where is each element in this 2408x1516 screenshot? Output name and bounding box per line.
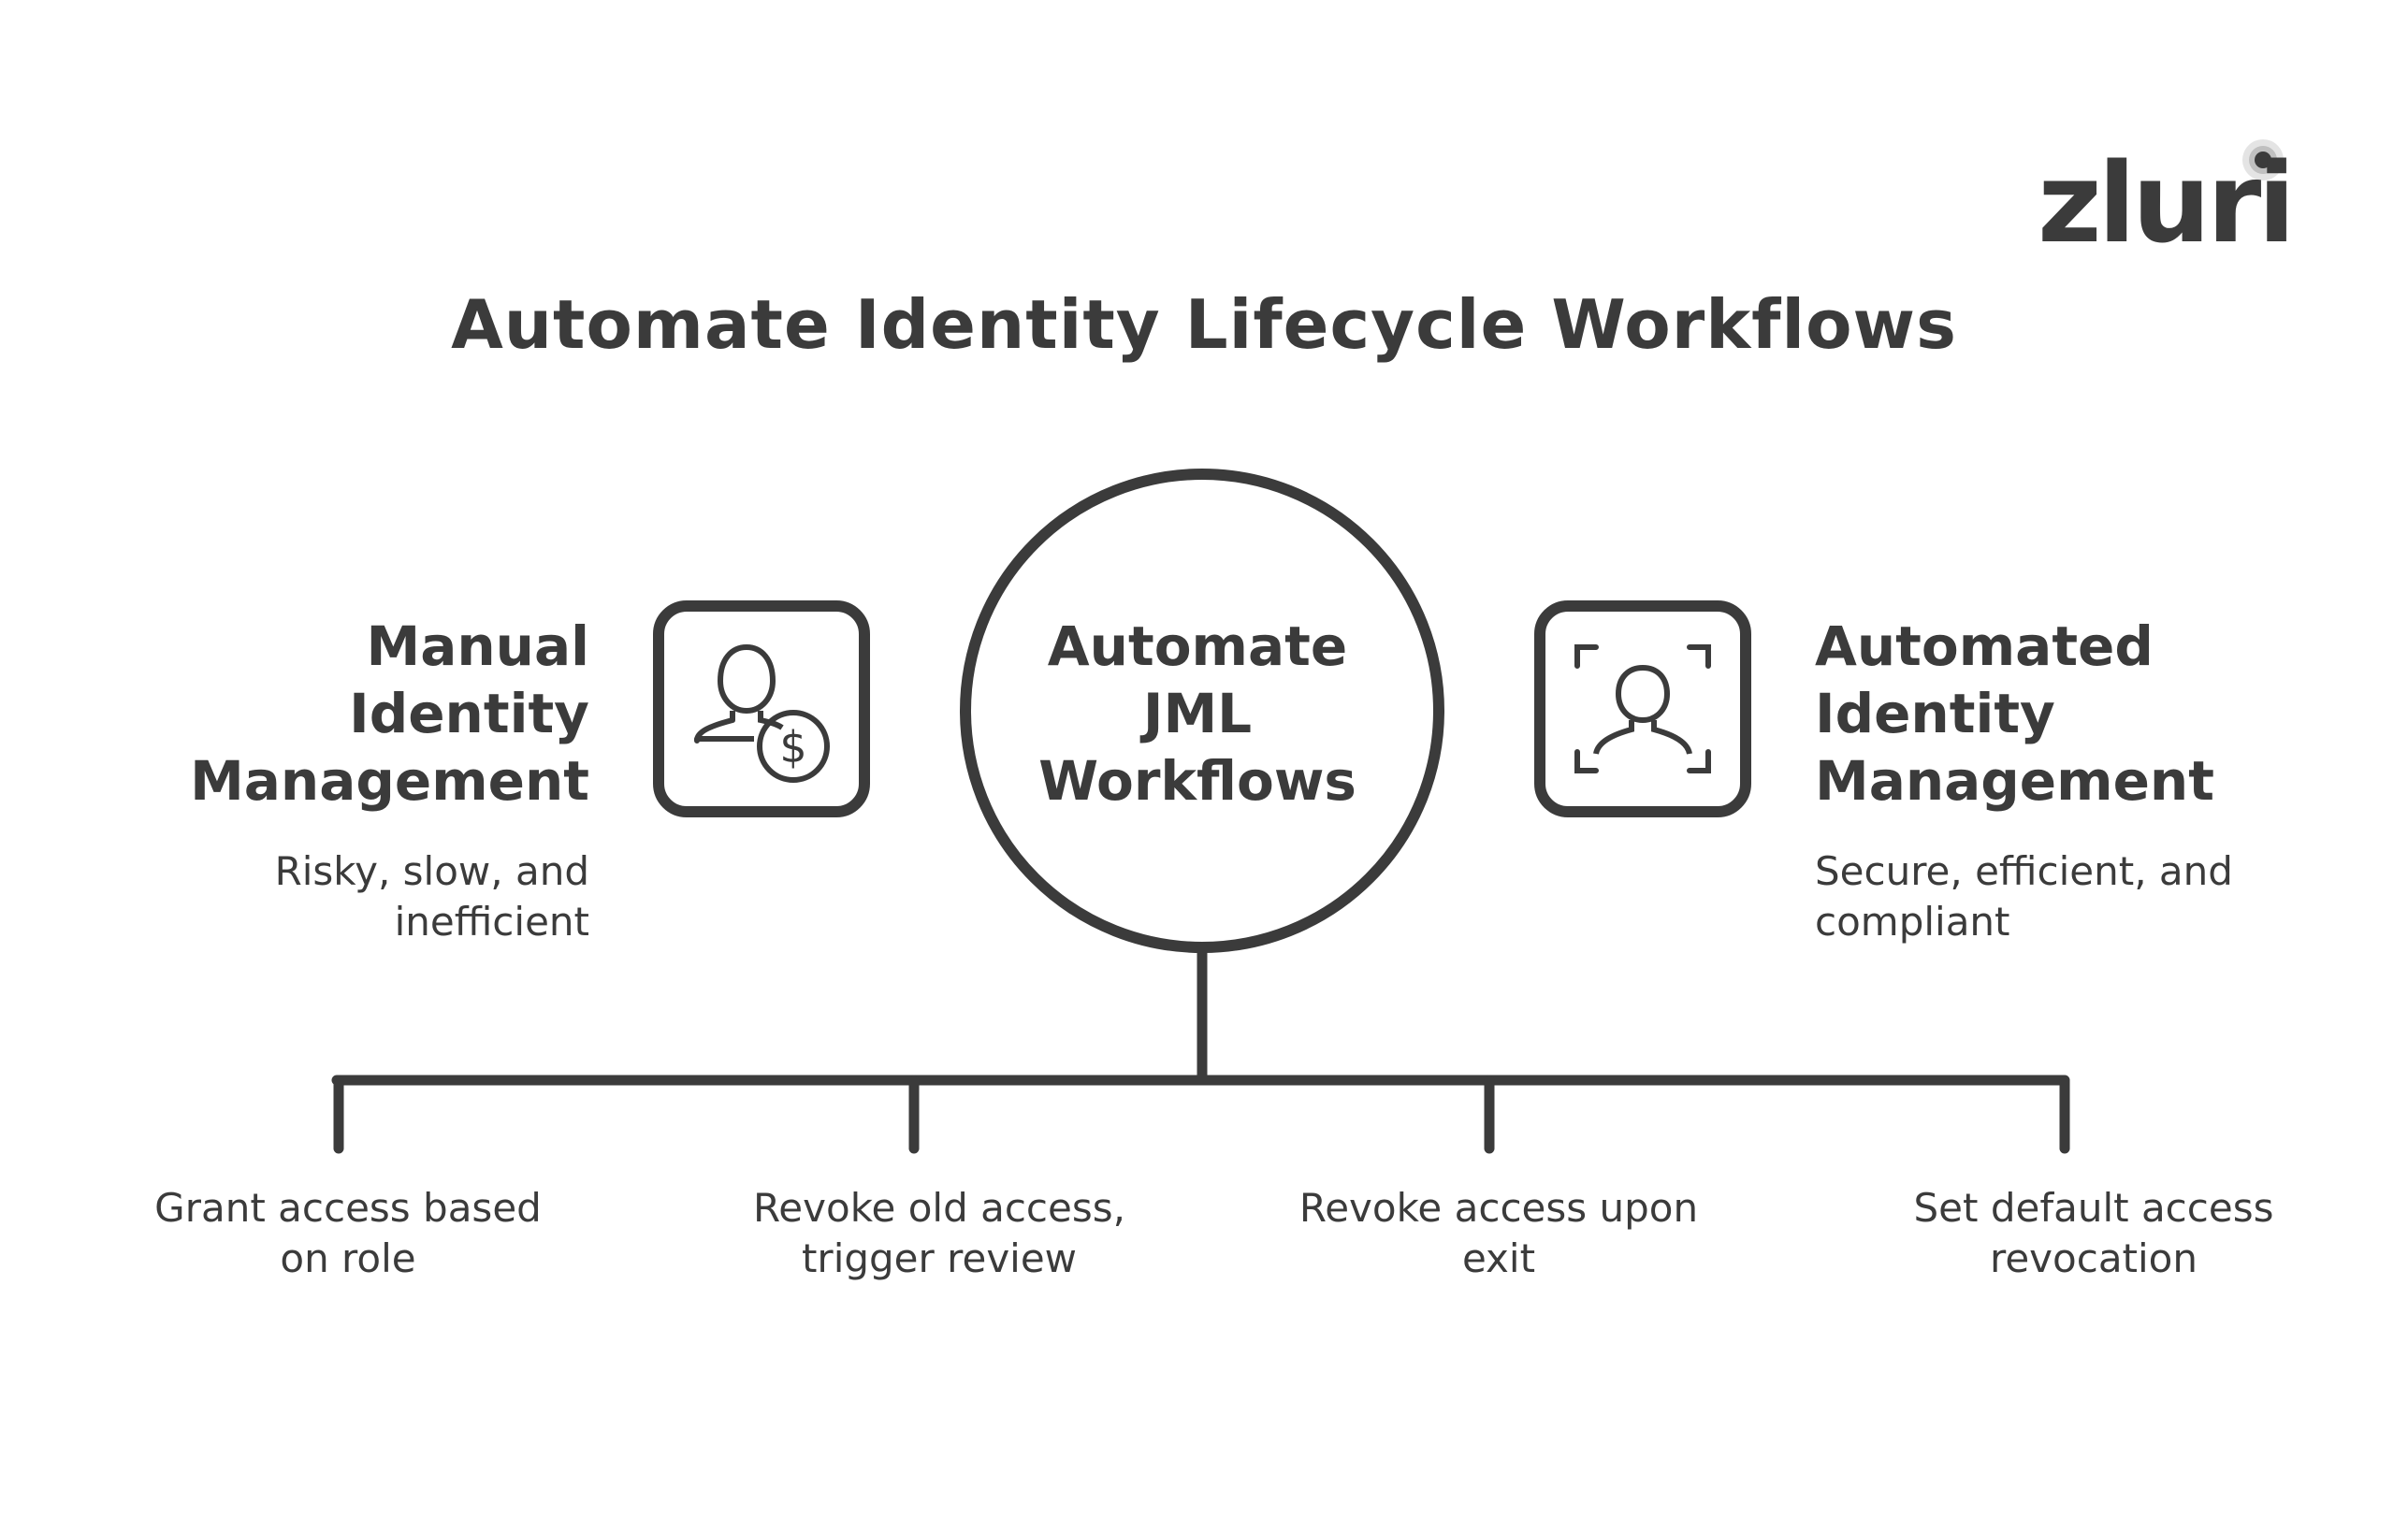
leaf-line: trigger review: [801, 1235, 1078, 1281]
zluri-logo: zluri: [2038, 138, 2296, 267]
leaf-line: Revoke access upon: [1298, 1185, 1699, 1231]
leaf-grant-access: Grant access based on role: [114, 1183, 582, 1284]
left-desc-line: inefficient: [394, 899, 589, 945]
left-heading-line: Management: [190, 749, 589, 813]
face-scan-icon: [1534, 600, 1751, 817]
center-node-label: Automate JML Workflows: [1010, 613, 1385, 815]
right-desc-line: compliant: [1815, 899, 2010, 945]
right-node-heading: Automated Identity Management: [1815, 613, 2339, 815]
left-node-heading: Manual Identity Management: [140, 613, 589, 815]
leaf-line: revocation: [1989, 1235, 2198, 1281]
right-heading-line: Identity: [1815, 682, 2055, 745]
center-label-line: Workflows: [1038, 749, 1356, 813]
right-heading-line: Automated: [1815, 614, 2154, 678]
right-node-description: Secure, efficient, and compliant: [1815, 846, 2283, 947]
center-label-line: Automate: [1047, 614, 1348, 678]
leaf-line: on role: [280, 1235, 416, 1281]
leaf-revoke-old-access: Revoke old access, trigger review: [705, 1183, 1173, 1284]
right-heading-line: Management: [1815, 749, 2214, 813]
left-node-description: Risky, slow, and inefficient: [215, 846, 589, 947]
user-dollar-icon: $: [653, 600, 870, 817]
logo-dot-icon: [2242, 139, 2284, 180]
left-heading-line: Identity: [349, 682, 589, 745]
svg-text:$: $: [779, 722, 806, 772]
left-heading-line: Manual: [366, 614, 589, 678]
leaf-line: exit: [1461, 1235, 1536, 1281]
leaf-default-revocation: Set default access revocation: [1860, 1183, 2328, 1284]
leaf-revoke-on-exit: Revoke access upon exit: [1265, 1183, 1733, 1284]
left-desc-line: Risky, slow, and: [274, 848, 589, 894]
leaf-line: Set default access: [1913, 1185, 2274, 1231]
leaf-line: Revoke old access,: [753, 1185, 1125, 1231]
right-desc-line: Secure, efficient, and: [1815, 848, 2233, 894]
leaf-line: Grant access based: [154, 1185, 542, 1231]
center-label-line: JML: [1142, 682, 1253, 745]
page-title: Automate Identity Lifecycle Workflows: [451, 285, 1957, 364]
